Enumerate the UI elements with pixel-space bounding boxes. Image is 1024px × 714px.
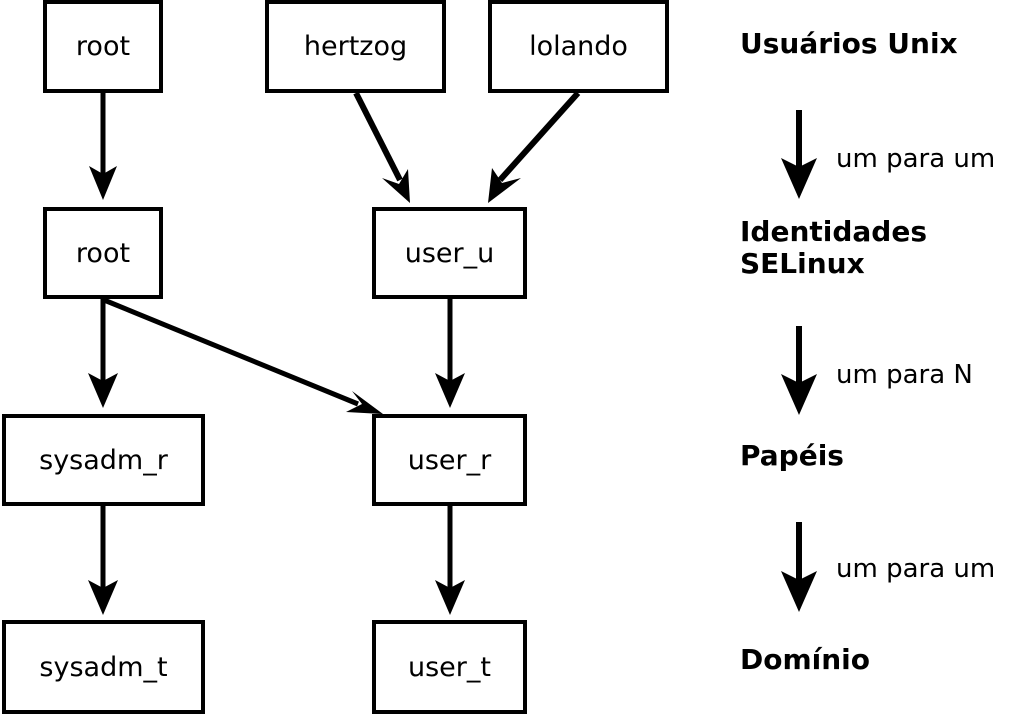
- node-role-sysadm-r[interactable]: sysadm_r: [2, 414, 205, 506]
- stage-label-domain: Domínio: [740, 643, 871, 676]
- legend-arrow-3: [781, 522, 817, 612]
- edge-root-to-root: [89, 93, 117, 200]
- legend-arrow-2: [781, 326, 817, 415]
- legend-arrow-1: [781, 110, 817, 199]
- node-unix-root[interactable]: root: [43, 0, 163, 93]
- node-label: sysadm_r: [39, 444, 168, 476]
- node-label: root: [75, 31, 131, 62]
- node-unix-lolando[interactable]: lolando: [488, 0, 669, 93]
- edge-hertzog-to-useru: [353, 91, 410, 203]
- edge-sysadmr-to-sysadmt: [88, 506, 118, 615]
- stage-label-roles: Papéis: [740, 439, 844, 472]
- edge-useru-to-userr: [435, 299, 465, 408]
- node-domain-sysadm-t[interactable]: sysadm_t: [2, 620, 205, 714]
- node-label: user_t: [408, 651, 491, 683]
- edge-root-to-sysadmr: [88, 299, 118, 408]
- node-label: lolando: [529, 31, 628, 62]
- edge-userr-to-usert: [435, 506, 465, 615]
- node-unix-hertzog[interactable]: hertzog: [265, 0, 446, 93]
- relation-label-one-to-n-roles: um para N: [836, 360, 973, 390]
- node-role-user-r[interactable]: user_r: [372, 414, 527, 506]
- edge-root-to-userr: [103, 297, 383, 414]
- node-label: root: [75, 237, 131, 269]
- node-label: sysadm_t: [39, 651, 168, 683]
- edge-lolando-to-useru: [488, 90, 581, 203]
- node-selinux-user-u[interactable]: user_u: [372, 207, 527, 299]
- stage-label-selinux-identities: Identidades SELinux: [740, 215, 928, 281]
- stage-label-unix-users: Usuários Unix: [740, 27, 958, 60]
- node-label: user_u: [404, 237, 495, 269]
- node-label: user_r: [407, 444, 492, 476]
- node-domain-user-t[interactable]: user_t: [372, 620, 527, 714]
- relation-label-one-to-one-identity: um para um: [836, 144, 996, 174]
- relation-label-one-to-one-domain: um para um: [836, 554, 996, 584]
- node-selinux-root[interactable]: root: [43, 207, 163, 299]
- node-label: hertzog: [303, 31, 408, 62]
